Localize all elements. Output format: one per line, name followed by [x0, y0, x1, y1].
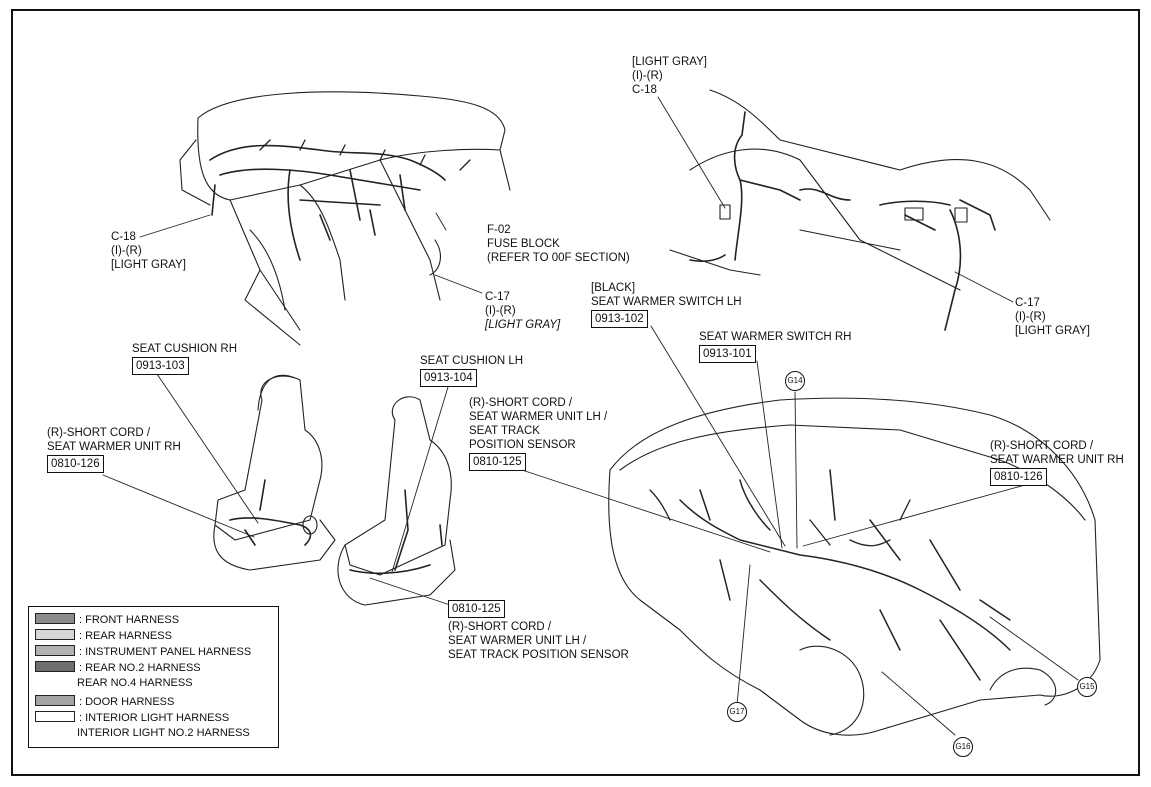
short-cord-lh-bottom-line3: SEAT TRACK POSITION SENSOR — [448, 649, 629, 661]
c17-left-color: [LIGHT GRAY] — [485, 319, 561, 331]
legend-label: : DOOR HARNESS — [79, 696, 175, 708]
c18-left-color: [LIGHT GRAY] — [111, 259, 186, 271]
c18-left-label: C-18 (I)-(R) [LIGHT GRAY] — [111, 230, 186, 272]
instrument-panel-drawing — [179, 91, 511, 346]
short-cord-lh-bottom-line2: SEAT WARMER UNIT LH / — [448, 635, 587, 647]
legend-instrument-panel-harness: : INSTRUMENT PANEL HARNESS — [35, 645, 251, 659]
short-cord-rh-right-line1: (R)-SHORT CORD / — [990, 440, 1094, 452]
legend-swatch — [35, 645, 75, 656]
code-0810-126-right: 0810-126 — [990, 468, 1047, 486]
c18-top-label: [LIGHT GRAY] (I)-(R) C-18 — [632, 55, 707, 97]
short-cord-rh-left-line2: SEAT WARMER UNIT RH — [47, 441, 181, 453]
legend-door-harness: : DOOR HARNESS — [35, 695, 174, 709]
legend-rear-no2-harness: : REAR NO.2 HARNESS — [35, 661, 201, 675]
short-cord-lh-bottom-line1: (R)-SHORT CORD / — [448, 621, 552, 633]
code-0810-125-mid: 0810-125 — [469, 453, 526, 471]
legend-label: : REAR HARNESS — [79, 630, 172, 642]
c18-left-pins: (I)-(R) — [111, 245, 142, 257]
leader-lines — [102, 96, 1079, 736]
legend-swatch — [35, 613, 75, 624]
legend-swatch — [35, 629, 75, 640]
short-cord-lh-mid-line3: SEAT TRACK — [469, 425, 540, 437]
legend-interior-light-no2-harness: INTERIOR LIGHT NO.2 HARNESS — [77, 727, 250, 739]
legend-interior-light-harness: : INTERIOR LIGHT HARNESS — [35, 711, 229, 725]
seat-cushion-rh-label: SEAT CUSHION RH — [132, 343, 238, 355]
legend-label: : INSTRUMENT PANEL HARNESS — [79, 646, 252, 658]
code-0913-101: 0913-101 — [699, 345, 756, 363]
c17-right-color: [LIGHT GRAY] — [1015, 325, 1090, 337]
legend-rear-no4-harness: REAR NO.4 HARNESS — [77, 677, 193, 689]
short-cord-lh-mid-line2: SEAT WARMER UNIT LH / — [469, 411, 608, 423]
code-0913-102: 0913-102 — [591, 310, 648, 328]
short-cord-rh-right-line2: SEAT WARMER UNIT RH — [990, 454, 1124, 466]
legend-rear-harness: : REAR HARNESS — [35, 629, 172, 643]
interior-roof-drawing — [669, 89, 1051, 331]
ground-g16: G16 — [953, 737, 973, 757]
seat-warmer-switch-lh-label: [BLACK] SEAT WARMER SWITCH LH — [591, 281, 742, 309]
c18-top-pins: (I)-(R) — [632, 70, 663, 82]
short-cord-rh-left-line1: (R)-SHORT CORD / — [47, 427, 151, 439]
legend-swatch — [35, 661, 75, 672]
short-cord-lh-mid-line4: POSITION SENSOR — [469, 439, 576, 451]
c17-right-code: C-17 — [1015, 297, 1040, 309]
vehicle-body-drawing — [608, 397, 1101, 736]
f02-code: F-02 — [487, 224, 511, 236]
ground-g15: G15 — [1077, 677, 1097, 697]
seat-warmer-switch-lh-name: SEAT WARMER SWITCH LH — [591, 296, 742, 308]
short-cord-lh-bottom-label: (R)-SHORT CORD / SEAT WARMER UNIT LH / S… — [448, 620, 629, 662]
legend-swatch — [35, 711, 75, 722]
seat-cushion-lh-label: SEAT CUSHION LH — [420, 355, 524, 367]
short-cord-rh-right-label: (R)-SHORT CORD / SEAT WARMER UNIT RH — [990, 439, 1124, 467]
short-cord-lh-mid-label: (R)-SHORT CORD / SEAT WARMER UNIT LH / S… — [469, 396, 607, 452]
f02-label: F-02 FUSE BLOCK (REFER TO 00F SECTION) — [487, 223, 630, 265]
legend-label: : REAR NO.2 HARNESS — [79, 662, 201, 674]
seat-warmer-switch-rh-label: SEAT WARMER SWITCH RH — [699, 331, 852, 343]
f02-name: FUSE BLOCK — [487, 238, 560, 250]
seat-lh-drawing — [337, 396, 456, 606]
c17-right-label: C-17 (I)-(R) [LIGHT GRAY] — [1015, 296, 1090, 338]
ground-g14: G14 — [785, 371, 805, 391]
code-0913-104: 0913-104 — [420, 369, 477, 387]
legend-front-harness: : FRONT HARNESS — [35, 613, 179, 627]
code-0913-103: 0913-103 — [132, 357, 189, 375]
c18-top-color: [LIGHT GRAY] — [632, 56, 707, 68]
harness-legend: : FRONT HARNESS : REAR HARNESS : INSTRUM… — [28, 606, 279, 748]
code-0810-126-left: 0810-126 — [47, 455, 104, 473]
c17-left-label: C-17 (I)-(R) [LIGHT GRAY] — [485, 290, 560, 332]
code-0810-125-bottom: 0810-125 — [448, 600, 505, 618]
short-cord-lh-mid-line1: (R)-SHORT CORD / — [469, 397, 573, 409]
short-cord-rh-left-label: (R)-SHORT CORD / SEAT WARMER UNIT RH — [47, 426, 181, 454]
seat-rh-drawing — [213, 374, 336, 571]
c17-left-code: C-17 — [485, 291, 510, 303]
seat-warmer-switch-lh-color: [BLACK] — [591, 282, 636, 294]
legend-label: : INTERIOR LIGHT HARNESS — [79, 712, 230, 724]
c18-top-code: C-18 — [632, 84, 657, 96]
legend-label: : FRONT HARNESS — [79, 614, 180, 626]
legend-swatch — [35, 695, 75, 706]
c17-right-pins: (I)-(R) — [1015, 311, 1046, 323]
c18-left-code: C-18 — [111, 231, 136, 243]
c17-left-pins: (I)-(R) — [485, 305, 516, 317]
diagram-frame — [11, 9, 1140, 776]
ground-g17: G17 — [727, 702, 747, 722]
f02-reference: (REFER TO 00F SECTION) — [487, 252, 630, 264]
